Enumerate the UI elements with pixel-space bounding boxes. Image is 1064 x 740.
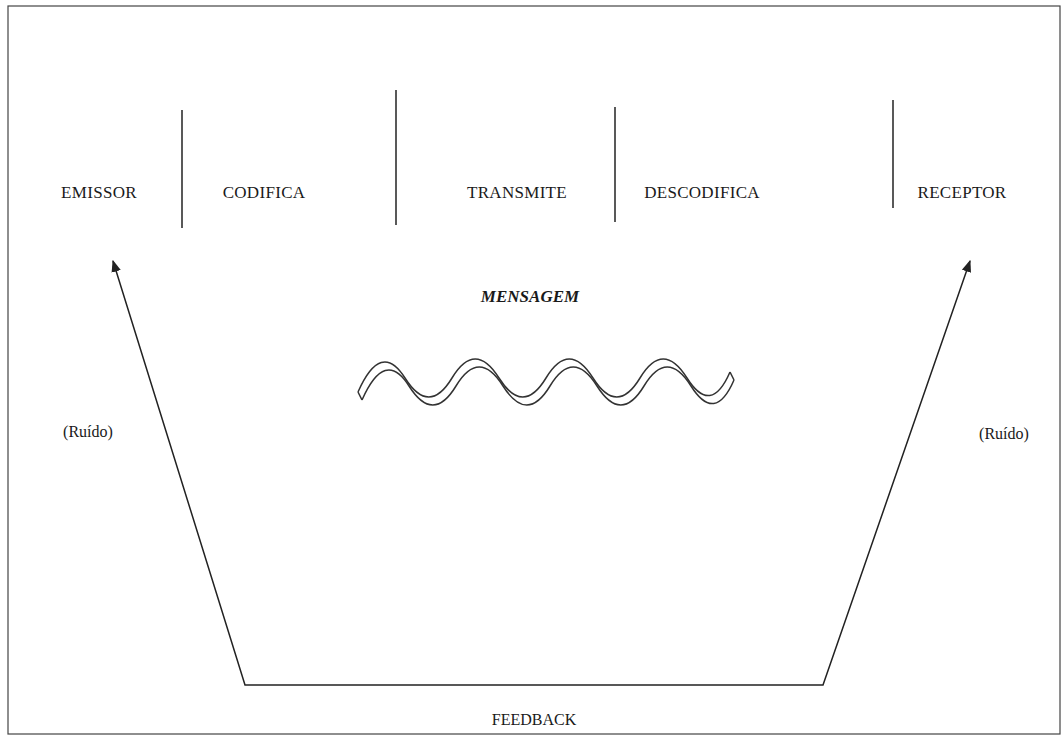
- noise-note: (Ruído): [976, 424, 1032, 444]
- stage-name: CODIFICA: [223, 183, 306, 203]
- process-stage: DESCODIFICA: [638, 179, 766, 261]
- separator-bar: [892, 100, 894, 208]
- separator-bar: [614, 107, 616, 222]
- stage-name: DESCODIFICA: [644, 183, 760, 203]
- process-stage: EMISSOR: [55, 179, 143, 261]
- noise-note: (Ruído): [60, 422, 116, 442]
- edge-label: FEEDBACK: [489, 710, 579, 730]
- separator-bar: [395, 90, 397, 225]
- message-title: MENSAGEM: [478, 287, 582, 307]
- outer-frame: [8, 6, 1060, 734]
- process-stage: RECEPTOR: [912, 179, 1013, 261]
- feedback-connector: [113, 261, 970, 685]
- separator-bar: [181, 110, 183, 228]
- stage-name: TRANSMITE: [467, 183, 567, 203]
- stage-name: EMISSOR: [61, 183, 137, 203]
- message-ribbon: [358, 359, 734, 405]
- process-stage: CODIFICA: [217, 179, 312, 261]
- process-stage: TRANSMITE: [461, 179, 573, 261]
- stage-name: RECEPTOR: [918, 183, 1007, 203]
